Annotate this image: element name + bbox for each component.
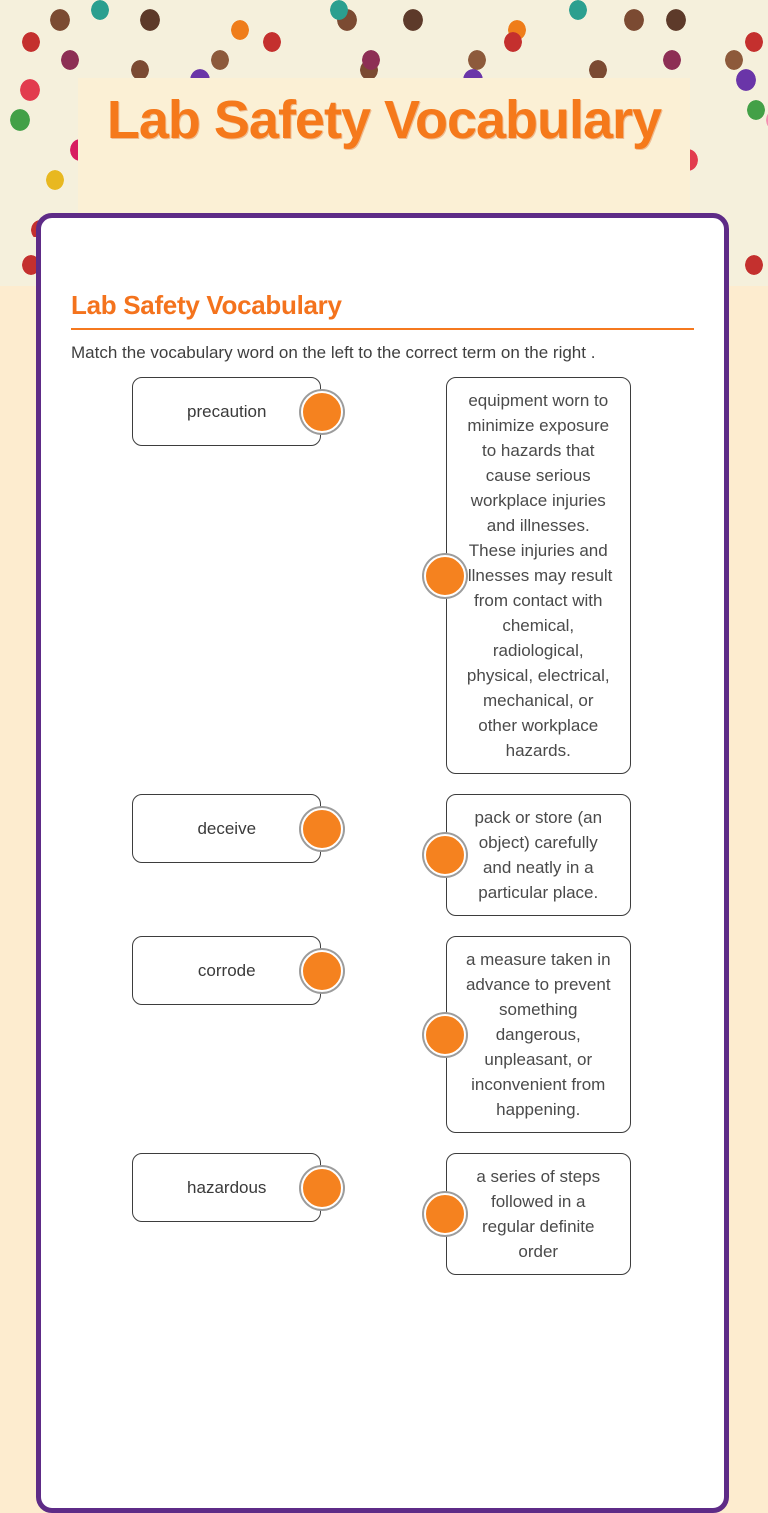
match-connector-dot[interactable] bbox=[301, 807, 344, 850]
word-label: deceive bbox=[197, 818, 257, 838]
worksheet-title: Lab Safety Vocabulary bbox=[106, 90, 662, 150]
worksheet-card: Lab Safety Vocabulary Match the vocabula… bbox=[36, 213, 729, 1513]
match-connector-dot[interactable] bbox=[301, 1166, 344, 1209]
match-connector-dot[interactable] bbox=[301, 390, 344, 433]
section-heading: Lab Safety Vocabulary bbox=[71, 290, 342, 320]
definition-box-3[interactable]: a measure taken in advance to prevent so… bbox=[423, 936, 631, 1133]
worksheet-title-card: Lab Safety Vocabulary bbox=[78, 78, 690, 230]
match-connector-dot[interactable] bbox=[423, 1193, 466, 1235]
word-label: corrode bbox=[197, 960, 256, 980]
definition-text: equipment worn to minimize exposure to h… bbox=[464, 391, 613, 760]
word-box-precaution[interactable]: precaution bbox=[132, 377, 344, 446]
match-row-3: corrode a measure taken in advance to pr… bbox=[71, 936, 694, 1133]
definition-text: pack or store (an object) carefully and … bbox=[474, 808, 603, 902]
definition-box-4[interactable]: a series of steps followed in a regular … bbox=[423, 1153, 631, 1275]
definition-box-1[interactable]: equipment worn to minimize exposure to h… bbox=[423, 377, 631, 774]
match-row-1: precaution equipment worn to minimize ex… bbox=[71, 377, 694, 774]
word-label: precaution bbox=[187, 401, 267, 421]
match-connector-dot[interactable] bbox=[423, 834, 466, 876]
match-connector-dot[interactable] bbox=[423, 554, 466, 597]
match-connector-dot[interactable] bbox=[301, 949, 344, 992]
match-row-4: hazardous a series of steps followed in … bbox=[71, 1153, 694, 1275]
word-label: hazardous bbox=[187, 1177, 267, 1197]
definition-box-2[interactable]: pack or store (an object) carefully and … bbox=[423, 794, 631, 916]
matching-exercise: precaution equipment worn to minimize ex… bbox=[71, 377, 694, 1275]
definition-text: a measure taken in advance to prevent so… bbox=[465, 950, 611, 1119]
word-box-corrode[interactable]: corrode bbox=[132, 936, 344, 1005]
heading-divider bbox=[71, 328, 694, 330]
match-connector-dot[interactable] bbox=[423, 1013, 466, 1056]
word-box-deceive[interactable]: deceive bbox=[132, 794, 344, 863]
word-box-hazardous[interactable]: hazardous bbox=[132, 1153, 344, 1222]
instructions-text: Match the vocabulary word on the left to… bbox=[71, 343, 596, 362]
definition-text: a series of steps followed in a regular … bbox=[476, 1167, 601, 1261]
match-row-2: deceive pack or store (an object) carefu… bbox=[71, 794, 694, 916]
